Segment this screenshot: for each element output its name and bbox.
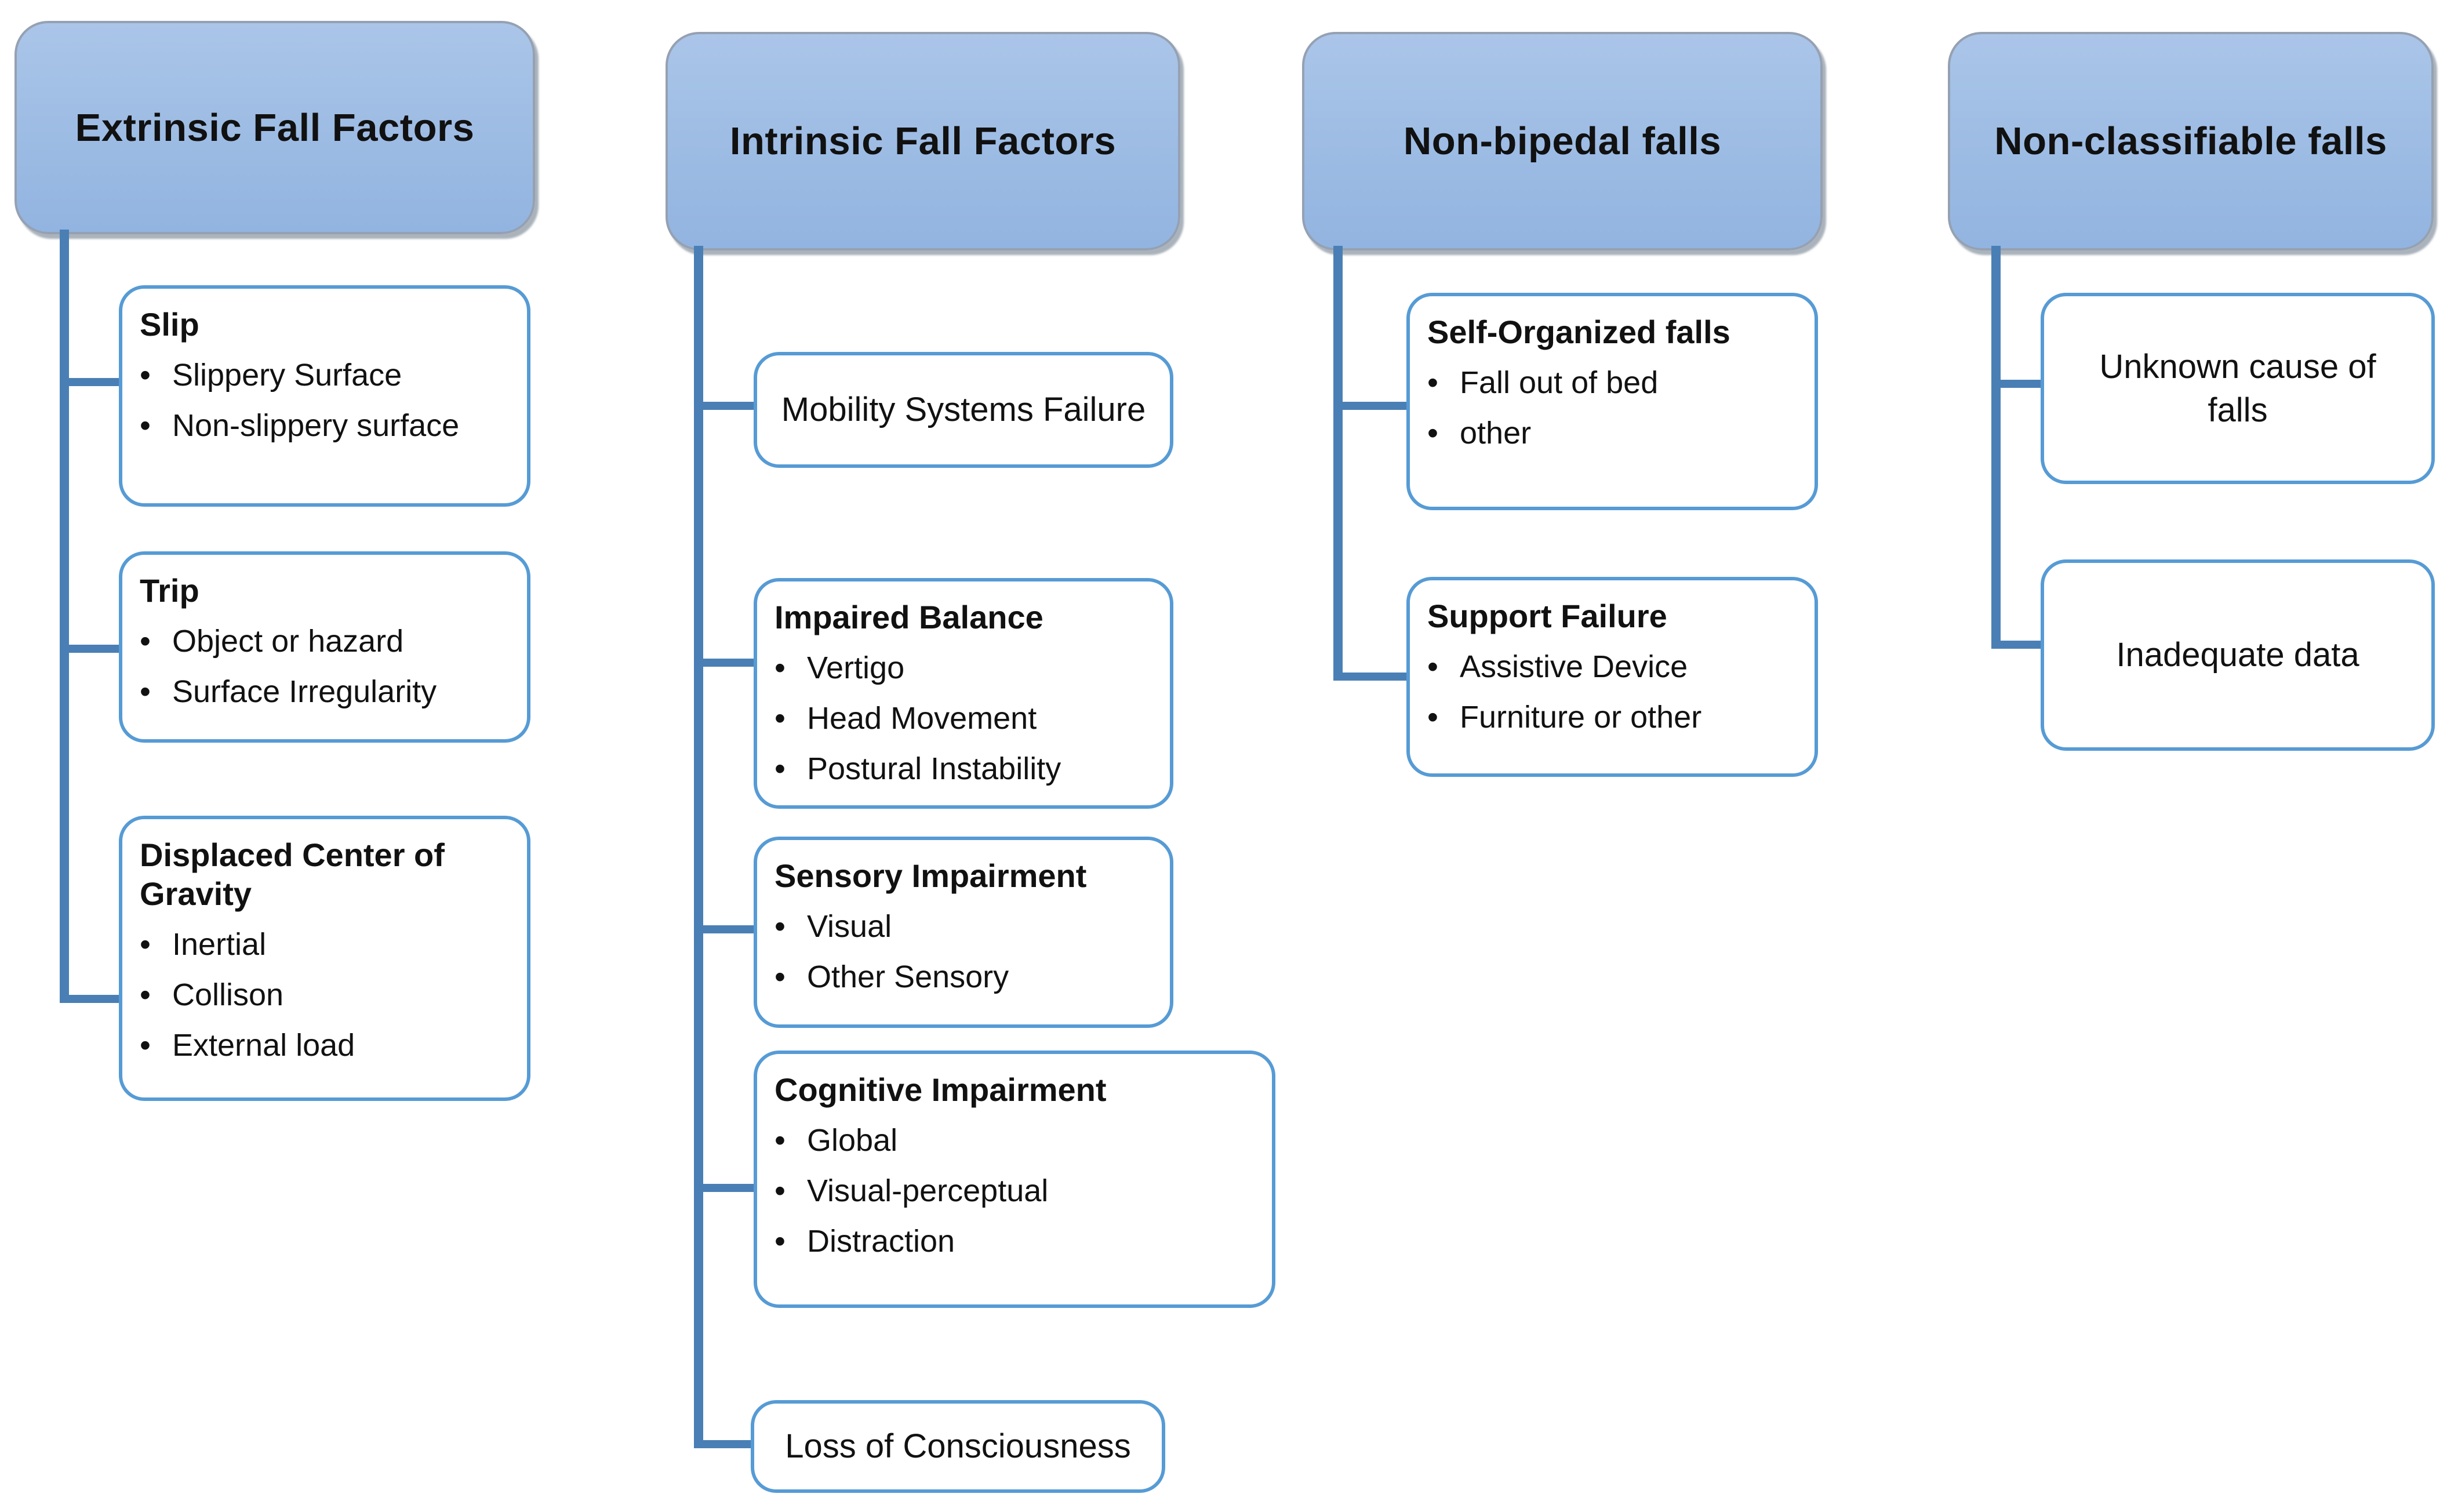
- bullet-marker: •: [775, 650, 786, 686]
- connector-stub: [69, 995, 119, 1003]
- bullet-marker: •: [140, 674, 151, 709]
- bullet-marker: •: [775, 751, 786, 786]
- bullet-text: Fall out of bed: [1460, 365, 1659, 401]
- box-title: Support Failure: [1427, 598, 1667, 634]
- bullet-text: Global: [807, 1123, 898, 1158]
- bullet-item: • Surface Irregularity: [140, 673, 510, 711]
- bullet-text: Assistive Device: [1460, 649, 1688, 685]
- bullet-text: Head Movement: [807, 700, 1037, 736]
- bullet-item: • Postural Instability: [775, 750, 1152, 788]
- fall-category-box-trip: Trip • Object or hazard • Surface Irregu…: [119, 551, 530, 743]
- bullet-item: • Global: [775, 1122, 1255, 1160]
- box-title: Cognitive Impairment: [775, 1071, 1107, 1108]
- bullet-marker: •: [775, 1223, 786, 1259]
- fall-category-box-unknown-cause: Unknown cause of falls: [2041, 293, 2435, 484]
- connector-trunk: [1333, 246, 1343, 681]
- box-title: Impaired Balance: [775, 599, 1043, 635]
- box-title: Displaced Center of Gravity: [140, 837, 445, 913]
- bullet-marker: •: [140, 927, 151, 962]
- box-title: Sensory Impairment: [775, 857, 1087, 894]
- bullet-text: Distraction: [807, 1223, 955, 1259]
- bullet-text: Visual: [807, 909, 892, 944]
- connector-stub: [1343, 402, 1406, 410]
- column-header-extrinsic: Extrinsic Fall Factors: [14, 21, 535, 234]
- connector-stub: [703, 659, 754, 667]
- fall-category-box-mobility-systems-failure: Mobility Systems Failure: [754, 352, 1173, 468]
- fall-category-box-impaired-balance: Impaired Balance • Vertigo • Head Moveme…: [754, 578, 1173, 809]
- bullet-item: • other: [1427, 415, 1797, 452]
- connector-stub: [703, 1440, 754, 1448]
- connector-stub: [703, 925, 754, 933]
- connector-stub: [2001, 641, 2041, 649]
- bullet-marker: •: [775, 959, 786, 994]
- bullet-item: • Furniture or other: [1427, 699, 1797, 736]
- bullet-marker: •: [1427, 649, 1438, 685]
- bullet-text: Non-slippery surface: [172, 408, 460, 443]
- bullet-text: Visual-perceptual: [807, 1173, 1049, 1208]
- column-header-intrinsic: Intrinsic Fall Factors: [666, 32, 1180, 250]
- fall-category-box-cognitive-impairment: Cognitive Impairment • Global • Visual-p…: [754, 1051, 1275, 1308]
- bullet-marker: •: [1427, 699, 1438, 735]
- bullet-marker: •: [140, 408, 151, 443]
- bullet-item: • Assistive Device: [1427, 648, 1797, 686]
- bullet-marker: •: [140, 624, 151, 659]
- bullet-marker: •: [1427, 415, 1438, 450]
- box-title: Slip: [140, 306, 199, 343]
- bullet-item: • Head Movement: [775, 700, 1152, 737]
- connector-trunk: [1991, 246, 2001, 649]
- bullet-text: Collison: [172, 977, 284, 1013]
- bullet-text: Postural Instability: [807, 751, 1061, 786]
- bullet-item: • Other Sensory: [775, 958, 1152, 996]
- bullet-item: • External load: [140, 1027, 510, 1064]
- bullet-item: • Object or hazard: [140, 623, 510, 660]
- fall-category-box-displaced-center-of-gravity: Displaced Center of Gravity • Inertial •…: [119, 816, 530, 1101]
- bullet-item: • Visual-perceptual: [775, 1172, 1255, 1210]
- fall-category-box-sensory-impairment: Sensory Impairment • Visual • Other Sens…: [754, 837, 1173, 1028]
- bullet-marker: •: [775, 909, 786, 944]
- bullet-text: Vertigo: [807, 650, 905, 686]
- bullet-text: Surface Irregularity: [172, 674, 437, 709]
- bullet-text: Slippery Surface: [172, 358, 402, 393]
- fall-category-box-slip: Slip • Slippery Surface • Non-slippery s…: [119, 285, 530, 507]
- connector-stub: [1343, 673, 1406, 681]
- connector-stub: [703, 1184, 754, 1192]
- connector-stub: [2001, 380, 2041, 388]
- connector-trunk: [60, 230, 69, 1003]
- bullet-item: • Slippery Surface: [140, 357, 510, 394]
- bullet-marker: •: [775, 1173, 786, 1208]
- bullet-item: • Distraction: [775, 1223, 1255, 1260]
- box-title: Trip: [140, 572, 199, 609]
- bullet-text: Inertial: [172, 927, 267, 962]
- bullet-item: • Inertial: [140, 926, 510, 964]
- connector-stub: [69, 645, 119, 653]
- bullet-text: Furniture or other: [1460, 699, 1702, 735]
- bullet-item: • Fall out of bed: [1427, 364, 1797, 402]
- connector-stub: [69, 378, 119, 386]
- bullet-marker: •: [775, 1123, 786, 1158]
- fall-category-box-support-failure: Support Failure • Assistive Device • Fur…: [1406, 577, 1818, 777]
- bullet-text: Object or hazard: [172, 624, 404, 659]
- bullet-item: • Visual: [775, 908, 1152, 946]
- bullet-text: Other Sensory: [807, 959, 1009, 994]
- bullet-marker: •: [775, 700, 786, 736]
- bullet-marker: •: [1427, 365, 1438, 401]
- fall-category-box-loss-of-consciousness: Loss of Consciousness: [751, 1400, 1165, 1493]
- bullet-item: • Collison: [140, 976, 510, 1014]
- fall-category-box-self-organized-falls: Self-Organized falls • Fall out of bed •…: [1406, 293, 1818, 510]
- column-header-non-bipedal: Non-bipedal falls: [1302, 32, 1823, 250]
- bullet-marker: •: [140, 977, 151, 1013]
- box-title: Self-Organized falls: [1427, 314, 1730, 350]
- bullet-marker: •: [140, 1027, 151, 1063]
- connector-stub: [703, 402, 754, 410]
- bullet-marker: •: [140, 358, 151, 393]
- fall-category-box-inadequate-data: Inadequate data: [2041, 559, 2435, 751]
- column-header-non-classifiable: Non-classifiable falls: [1948, 32, 2434, 250]
- bullet-text: External load: [172, 1027, 355, 1063]
- connector-trunk: [694, 246, 703, 1448]
- bullet-text: other: [1460, 415, 1532, 450]
- bullet-item: • Non-slippery surface: [140, 407, 510, 445]
- bullet-item: • Vertigo: [775, 649, 1152, 687]
